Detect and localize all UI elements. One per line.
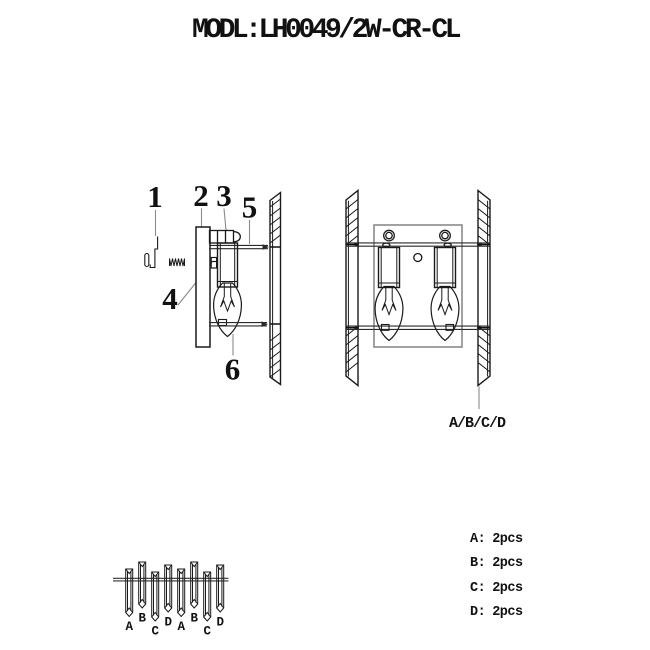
bulb-clip: [380, 323, 390, 331]
crystal-label: B: [138, 612, 146, 626]
crystal-label: A: [177, 620, 185, 634]
part-number-5: 5: [242, 190, 258, 225]
parts-row-d: D: 2pcs: [470, 601, 523, 626]
crystal-label: D: [164, 616, 172, 630]
hook-wire-icon: [149, 236, 159, 269]
part-label: D:: [470, 605, 486, 621]
parts-list: A: 2pcs B: 2pcs C: 2pcs D: 2pcs: [470, 527, 523, 625]
candle-bulb: [430, 285, 460, 342]
part-number-6: 6: [225, 352, 241, 387]
part-qty: 2pcs: [492, 580, 523, 596]
parts-row-a: A: 2pcs: [470, 527, 523, 552]
crystal-label: C: [203, 625, 211, 639]
part-qty: 2pcs: [492, 605, 523, 621]
crystal-drop: A: [177, 568, 185, 634]
parts-row-b: B: 2pcs: [470, 552, 523, 577]
bulb-unit-left: [374, 229, 404, 342]
part-label: A:: [470, 531, 486, 547]
part-qty: 2pcs: [492, 531, 523, 547]
exploded-view: 1 2 3 4 5 6: [144, 178, 282, 387]
part-number-3: 3: [216, 178, 232, 213]
crystal-label: D: [216, 616, 224, 630]
panel-hatching: [269, 198, 281, 378]
pin-icon: [144, 252, 150, 268]
mounting-hole-icon: [413, 252, 423, 263]
part-number-1: 1: [147, 179, 163, 214]
hanging-ring-icon: [439, 229, 451, 242]
socket-cap: [208, 229, 241, 244]
lower-rod: [346, 325, 490, 331]
part-qty: 2pcs: [492, 556, 523, 572]
bulb-clip: [445, 323, 455, 331]
crystal-panel-left: [345, 189, 359, 387]
crystal-drop: D: [216, 564, 224, 630]
back-frame: [373, 224, 463, 348]
lamp-socket: [433, 246, 457, 289]
model-title: MODL:LH0049/2W-CR-CL: [191, 15, 462, 46]
parts-row-c: C: 2pcs: [470, 576, 523, 601]
crystal-label: C: [151, 625, 159, 639]
filament-icon: [437, 286, 453, 316]
rod-arrow-icon: [261, 321, 268, 327]
crystal-drop: D: [164, 564, 172, 630]
wall-plate: [195, 226, 211, 348]
crystal-label: B: [190, 612, 198, 626]
upper-rod: [209, 244, 269, 250]
part-label: C:: [470, 580, 486, 596]
set-screw: [210, 256, 218, 269]
part-label: B:: [470, 556, 486, 572]
candle-bulb: [374, 285, 404, 342]
assembled-view: A/B/C/D: [345, 189, 507, 432]
part-number-2: 2: [193, 178, 209, 213]
crystal-drop: B: [138, 561, 146, 626]
rod-arrow-icon: [262, 244, 269, 250]
crystal-panel-side: [269, 191, 282, 386]
crystal-panel-right: [477, 189, 491, 387]
crystal-drop: A: [125, 568, 133, 634]
filament-icon: [220, 283, 235, 313]
panel-hatching: [345, 199, 359, 373]
spring-icon: [169, 258, 185, 267]
mounting-hook-parts: [144, 236, 159, 269]
panel-hatching: [477, 199, 491, 373]
crystal-panel-label: A/B/C/D: [449, 415, 506, 432]
upper-rod: [346, 241, 490, 248]
hanging-ring-icon: [383, 229, 395, 242]
crystal-drop: C: [151, 571, 159, 639]
crystal-drop: B: [190, 561, 198, 626]
candle-bulb: [212, 282, 243, 338]
part-number-4: 4: [162, 281, 178, 316]
filament-icon: [381, 286, 397, 316]
lamp-socket: [377, 246, 401, 289]
lower-rod: [209, 321, 268, 327]
bulb-unit-right: [430, 229, 460, 342]
crystal-label: A: [125, 620, 133, 634]
crystal-drop: C: [203, 571, 211, 639]
lamp-socket: [216, 242, 239, 288]
